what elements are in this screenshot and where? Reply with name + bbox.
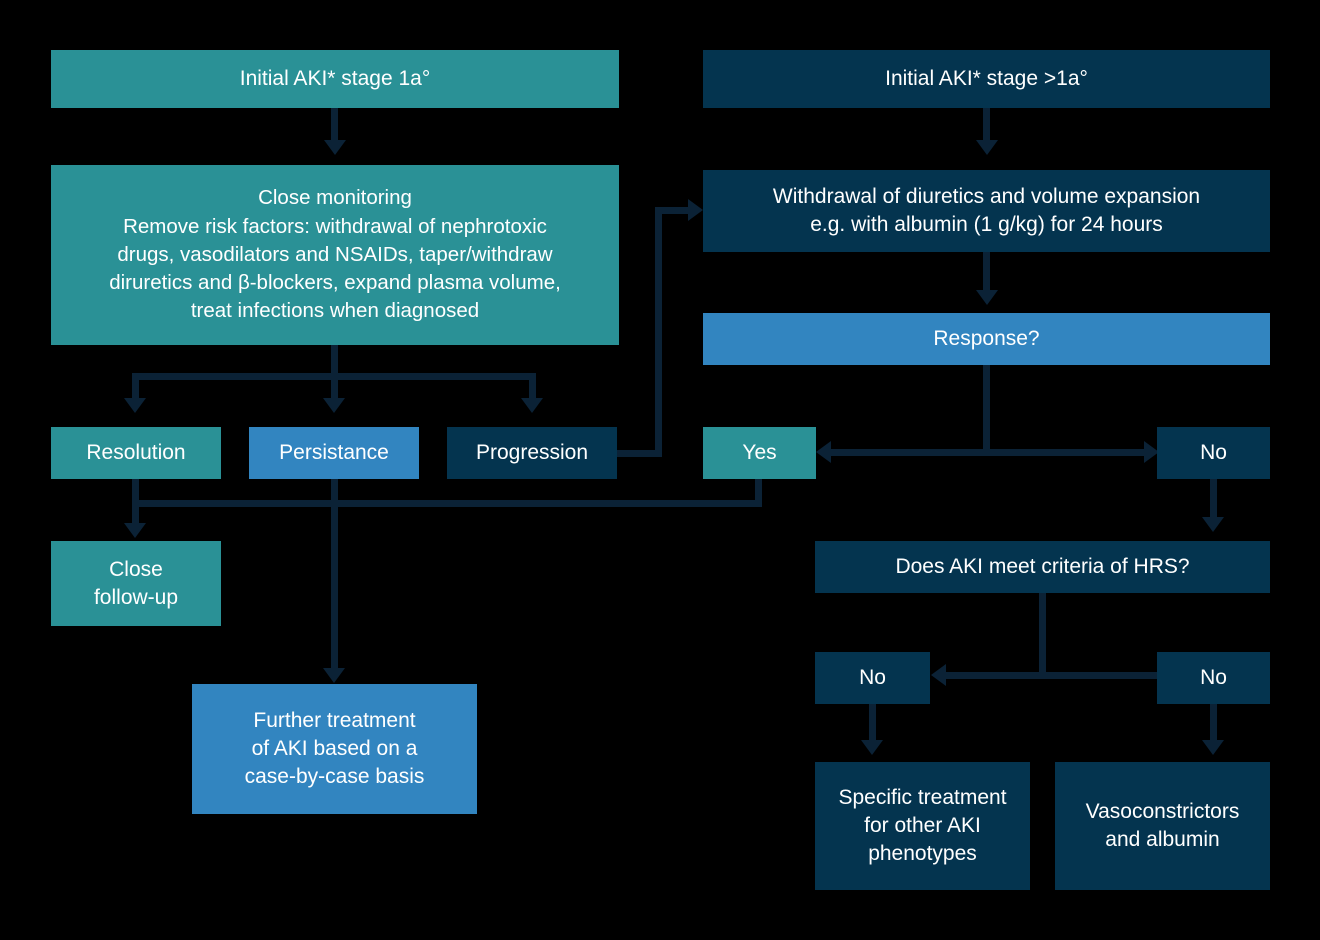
node-hrs-no-left[interactable]: No (815, 652, 930, 704)
node-initial-aki-stage-gt1a[interactable]: Initial AKI* stage >1a° (703, 50, 1270, 108)
connector-response-crossbar (828, 449, 1145, 456)
arrowhead-stagegt1a-to-withdrawal (976, 140, 998, 155)
arrowhead-to-further-treatment (323, 668, 345, 683)
connector-progression-to-withdrawal-h1 (617, 450, 662, 457)
node-initial-aki-stage-1a[interactable]: Initial AKI* stage 1a° (51, 50, 619, 108)
arrowhead-no-to-hrs (1202, 517, 1224, 532)
arrowhead-to-close-followup (124, 523, 146, 538)
arrowhead-stage1a-to-close-monitoring (324, 140, 346, 155)
connector-stage1a-to-close-monitoring (331, 108, 338, 148)
connector-to-resolution (132, 373, 139, 403)
connector-response-stem (983, 365, 990, 453)
node-close-follow-up[interactable]: Close follow-up (51, 541, 221, 626)
connector-merge-crossbar (132, 500, 762, 507)
connector-progression-to-withdrawal-h2 (655, 207, 689, 214)
connector-close-monitoring-stem (331, 345, 338, 373)
connector-resolution-down (132, 479, 139, 507)
arrowhead-to-specific-treatment (861, 740, 883, 755)
connector-crossbar-to-close-followup (132, 500, 139, 528)
arrowhead-progression-to-withdrawal (688, 199, 703, 221)
arrowhead-to-progression (521, 398, 543, 413)
arrowhead-withdrawal-to-response (976, 290, 998, 305)
node-response-yes[interactable]: Yes (703, 427, 816, 479)
node-hrs-criteria[interactable]: Does AKI meet criteria of HRS? (815, 541, 1270, 593)
node-resolution[interactable]: Resolution (51, 427, 221, 479)
node-progression[interactable]: Progression (447, 427, 617, 479)
connector-withdrawal-to-response (983, 252, 990, 297)
connector-to-progression (529, 373, 536, 403)
connector-hrs-crossbar (943, 672, 1158, 679)
arrowhead-to-persistance (323, 398, 345, 413)
node-hrs-no-right[interactable]: No (1157, 652, 1270, 704)
connector-progression-to-withdrawal-v (655, 207, 662, 457)
arrowhead-response-to-no (1144, 441, 1159, 463)
node-persistance[interactable]: Persistance (249, 427, 419, 479)
connector-to-persistance (331, 373, 338, 403)
connector-stagegt1a-to-withdrawal (983, 108, 990, 148)
node-response-question[interactable]: Response? (703, 313, 1270, 365)
node-withdrawal-diuretics[interactable]: Withdrawal of diuretics and volume expan… (703, 170, 1270, 252)
connector-yes-down-to-crossbar (755, 479, 762, 507)
connector-hrs-stem (1039, 593, 1046, 676)
arrowhead-response-to-yes (816, 441, 831, 463)
node-specific-treatment[interactable]: Specific treatment for other AKI phenoty… (815, 762, 1030, 890)
connector-persistance-to-further-treatment (331, 479, 338, 674)
node-close-monitoring[interactable]: Close monitoring Remove risk factors: wi… (51, 165, 619, 345)
arrowhead-to-vasoconstrictors (1202, 740, 1224, 755)
node-response-no[interactable]: No (1157, 427, 1270, 479)
node-further-treatment[interactable]: Further treatment of AKI based on a case… (192, 684, 477, 814)
connector-no-to-hrs (1210, 479, 1217, 524)
arrowhead-to-resolution (124, 398, 146, 413)
connector-no-left-to-specific-treatment (869, 704, 876, 746)
arrowhead-hrs-to-no-left (931, 664, 946, 686)
connector-no-right-to-vasoconstrictors (1210, 704, 1217, 746)
node-vasoconstrictors-albumin[interactable]: Vasoconstrictors and albumin (1055, 762, 1270, 890)
